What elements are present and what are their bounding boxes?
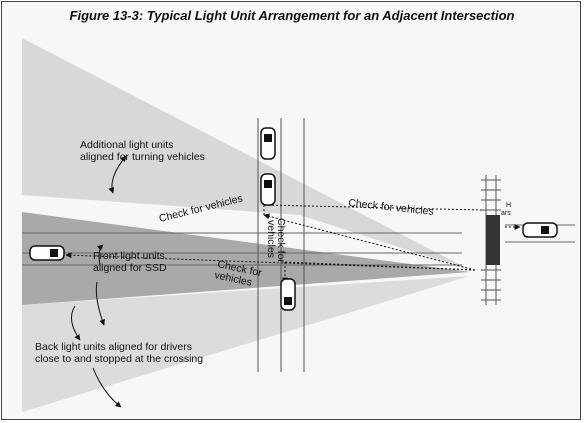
car-side-road-lower (280, 278, 296, 311)
figure-title: Figure 13-3: Typical Light Unit Arrangem… (69, 8, 515, 23)
beam-turning-vehicles (22, 38, 470, 270)
label-additional-units-line2: aligned for turning vehicles (80, 151, 205, 163)
label-additional-units-line1: Additional light units (80, 139, 173, 151)
label-gate-1: H (506, 202, 511, 209)
signal-housing (486, 215, 500, 265)
label-front-units-line1: Front light units (93, 250, 165, 262)
label-back-units-line2: close to and stopped at the crossing (35, 353, 203, 365)
label-gate-2: ars (501, 210, 511, 217)
car-main-road-left (29, 245, 65, 261)
label-check-vehicles-vertical-1: Check for (275, 218, 287, 263)
label-front-units-line2: aligned for SSD (93, 262, 167, 274)
beam-back-units (22, 276, 470, 412)
annotation-arrows (70, 155, 127, 408)
label-check-vehicles-vertical-2: vehicles (265, 220, 277, 258)
car-side-road-top (260, 127, 276, 160)
label-back-units-line1: Back light units aligned for drivers (35, 341, 192, 353)
car-main-road-right (522, 222, 558, 238)
car-side-road-middle (260, 173, 276, 206)
beam-ssd (22, 212, 470, 305)
